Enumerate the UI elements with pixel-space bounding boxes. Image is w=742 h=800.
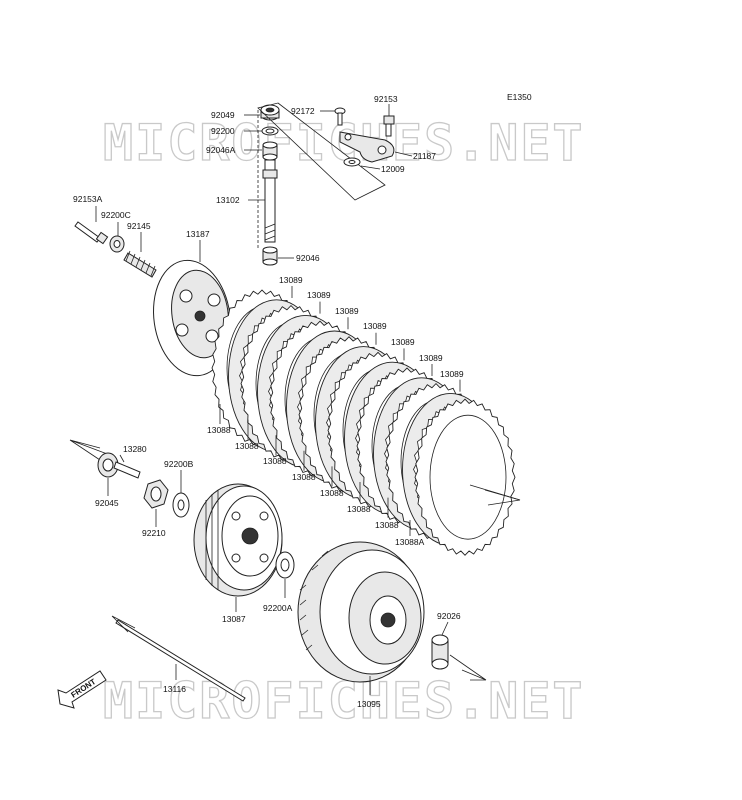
label-13089-4: 13089: [363, 321, 387, 331]
release-bearing-group: 13280 92045: [69, 439, 147, 508]
part-92200C: [109, 235, 125, 253]
label-92145: 92145: [127, 221, 151, 231]
label-92200: 92200: [211, 126, 235, 136]
label-13089-5: 13089: [391, 337, 415, 347]
label-13089-6: 13089: [419, 353, 443, 363]
label-13280: 13280: [123, 444, 147, 454]
label-13187: 13187: [186, 229, 210, 239]
label-13088-7: 13088: [375, 520, 399, 530]
part-13102: [262, 159, 278, 243]
part-92200A: 92200A: [263, 551, 295, 613]
label-21187: 21187: [413, 151, 436, 161]
label-92153A: 92153A: [73, 194, 103, 204]
plate-leader-lines: [219, 286, 461, 536]
watermark-bottom: MICROFICHES.NET: [103, 672, 585, 730]
label-13088-1: 13088: [207, 425, 231, 435]
label-13088-6: 13088: [347, 504, 371, 514]
label-92045: 92045: [95, 498, 119, 508]
part-92145: [123, 250, 157, 278]
label-13087: 13087: [222, 614, 246, 624]
clutch-plate-stack: [211, 286, 516, 556]
label-13089-3: 13089: [335, 306, 359, 316]
part-13095: 13095: [297, 541, 425, 709]
part-92210: [143, 479, 169, 509]
label-92049: 92049: [211, 110, 235, 120]
label-12009: 12009: [381, 164, 405, 174]
part-92026: 92026: [431, 611, 487, 681]
part-12009: [343, 157, 361, 167]
label-13088-4: 13088: [292, 472, 316, 482]
part-13280: [113, 461, 141, 479]
part-92200B: [172, 492, 190, 518]
steel-plate-labels: 13088 13088 13088 13088 13088 13088 1308…: [207, 425, 425, 547]
label-13089-7: 13089: [440, 369, 464, 379]
label-13088-2: 13088: [235, 441, 259, 451]
label-13088-3: 13088: [263, 456, 287, 466]
label-13089-1: 13089: [279, 275, 303, 285]
nut-washer-group: 92210 92200B: [142, 459, 194, 538]
part-13087: 13087: [193, 483, 283, 624]
part-13116: 13116: [111, 615, 246, 702]
release-shaft-group: 92049 92200 92046A 13102 92046: [206, 104, 320, 266]
part-92045: [97, 452, 119, 478]
label-92200C: 92200C: [101, 210, 131, 220]
label-13102: 13102: [216, 195, 240, 205]
part-92172: [334, 107, 346, 126]
part-92046: [262, 246, 278, 266]
label-92172: 92172: [291, 106, 315, 116]
label-92210: 92210: [142, 528, 166, 538]
part-21187: [339, 131, 395, 163]
label-13088A: 13088A: [395, 537, 425, 547]
label-92046A: 92046A: [206, 145, 236, 155]
front-arrow: FRONT: [57, 670, 107, 709]
label-13095: 13095: [357, 699, 381, 709]
label-13089-2: 13089: [307, 290, 331, 300]
release-lever-group: 92172 92153 21187 12009: [257, 94, 436, 201]
label-92046: 92046: [296, 253, 320, 263]
steel-plate: [414, 398, 516, 556]
label-92200B: 92200B: [164, 459, 194, 469]
friction-plate-labels: 13089 13089 13089 13089 13089 13089 1308…: [279, 275, 464, 379]
label-92153: 92153: [374, 94, 398, 104]
pressure-plate-group: 92153A 92200C 92145 13187: [73, 194, 231, 377]
part-92046A: [262, 141, 278, 161]
part-13187: [153, 259, 231, 377]
part-92049: [260, 104, 280, 121]
label-13116: 13116: [163, 684, 186, 694]
label-92200A: 92200A: [263, 603, 293, 613]
part-92153A: [74, 221, 109, 245]
part-92200: [261, 126, 279, 136]
diagram-code: E1350: [507, 92, 532, 102]
label-92026: 92026: [437, 611, 461, 621]
label-13088-5: 13088: [320, 488, 344, 498]
